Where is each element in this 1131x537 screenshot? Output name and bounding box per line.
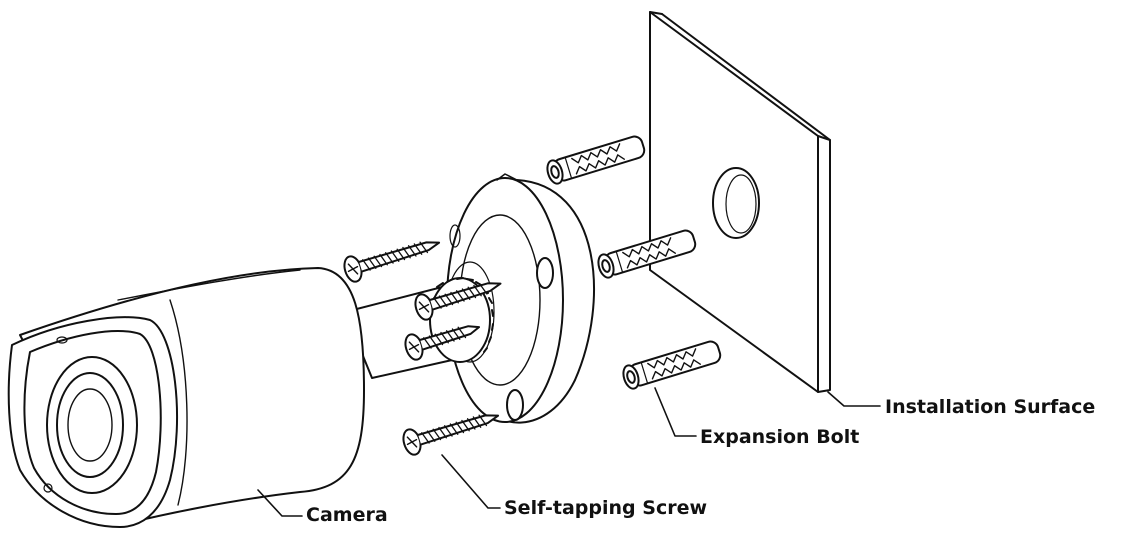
expansion-bolt (621, 339, 723, 391)
self-tapping-screw (342, 230, 443, 284)
leader-expansion-bolt (655, 388, 696, 436)
camera-label: Camera (306, 504, 388, 526)
leader-installation-surface (828, 392, 880, 406)
expansion-bolt (596, 228, 698, 280)
self-tapping-screw (413, 271, 505, 322)
self-tapping-screw-label: Self-tapping Screw (504, 497, 708, 519)
self-tapping-screw (401, 403, 502, 457)
installation-surface-label: Installation Surface (885, 396, 1096, 418)
expansion-bolt (545, 134, 647, 186)
expansion-bolt-label: Expansion Bolt (700, 426, 860, 448)
self-tapping-screw (403, 315, 483, 362)
leader-camera (258, 490, 302, 516)
wall-cable-hole (713, 168, 759, 238)
installation-surface (650, 12, 830, 392)
leader-self-tapping-screw (442, 455, 500, 508)
